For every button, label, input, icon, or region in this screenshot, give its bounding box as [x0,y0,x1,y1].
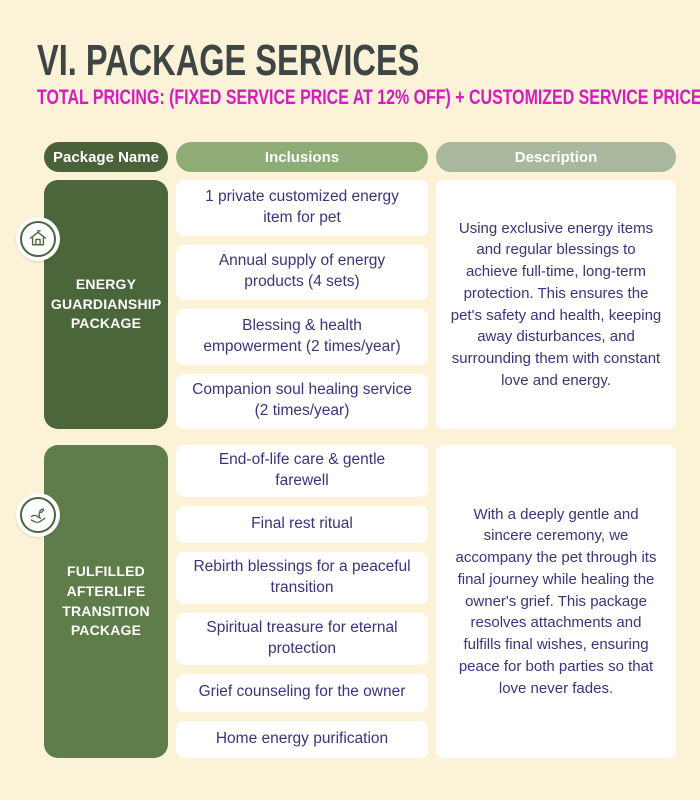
package-name-label: FULFILLED AFTERLIFE TRANSITION PACKAGE [62,563,150,639]
inclusion-item: 1 private customized energy item for pet [176,180,428,236]
inclusion-item: Blessing & health empowerment (2 times/y… [176,309,428,365]
icon-ring [20,221,56,257]
column-header-package-name: Package Name [44,142,168,172]
inclusion-item: Annual supply of energy products (4 sets… [176,244,428,300]
inclusion-item: Grief counseling for the owner [176,674,428,712]
inclusion-item: Rebirth blessings for a peaceful transit… [176,552,428,605]
package-row-energy-guardianship: ENERGY GUARDIANSHIP PACKAGE 1 private cu… [16,180,676,429]
hands-holding-icon [16,493,60,537]
package-name-box: ENERGY GUARDIANSHIP PACKAGE [16,180,168,429]
inclusion-item: Companion soul healing service (2 times/… [176,373,428,429]
inclusions-list: 1 private customized energy item for pet… [176,180,428,429]
package-name-label: ENERGY GUARDIANSHIP PACKAGE [50,276,162,332]
package-name-box: FULFILLED AFTERLIFE TRANSITION PACKAGE [16,445,168,758]
package-description: Using exclusive energy items and regular… [436,180,676,429]
inclusion-item: Spiritual treasure for eternal protectio… [176,613,428,666]
page-title: VI. PACKAGE SERVICES [37,36,420,85]
inclusion-item: Home energy purification [176,720,428,758]
package-description: With a deeply gentle and sincere ceremon… [436,445,676,758]
package-row-fulfilled-afterlife-transition: FULFILLED AFTERLIFE TRANSITION PACKAGE E… [16,445,676,758]
table-header-row: Package Name Inclusions Description [44,142,676,172]
house-shrine-icon [16,217,60,261]
inclusion-item: Final rest ritual [176,505,428,544]
icon-ring [20,497,56,533]
column-header-inclusions: Inclusions [176,142,428,172]
page-subtitle: TOTAL PRICING: (FIXED SERVICE PRICE AT 1… [37,86,700,109]
column-header-description: Description [436,142,676,172]
package-table: Package Name Inclusions Description ENER… [16,142,676,758]
inclusions-list: End-of-life care & gentle farewell Final… [176,445,428,758]
inclusion-item: End-of-life care & gentle farewell [176,445,428,497]
